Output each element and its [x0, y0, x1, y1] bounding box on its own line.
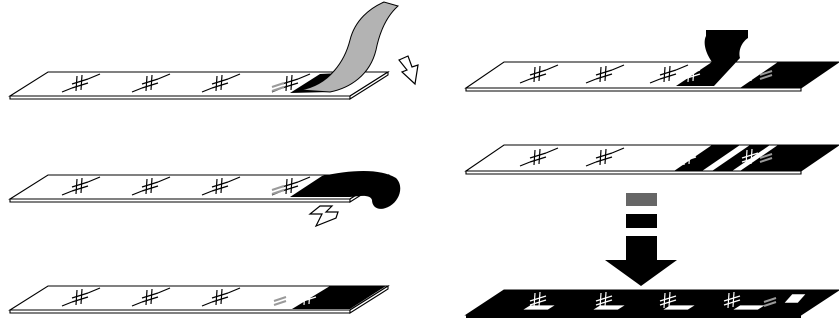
glass-slide-black: [466, 290, 839, 318]
step-apply-black-strip: [10, 171, 400, 226]
black-bar: [626, 214, 657, 228]
step-black-blocks-applied: [466, 145, 839, 174]
left-down-arrow-icon: [310, 206, 338, 226]
step-fold-black-sheet: [466, 30, 839, 91]
big-down-arrow-icon: [605, 236, 677, 286]
step-peel-grey-strip: [10, 2, 418, 99]
grey-bar: [626, 193, 657, 206]
step-final-black-slide: [466, 290, 839, 318]
down-arrow-icon: [399, 56, 418, 84]
step-black-strip-applied: [10, 286, 388, 313]
